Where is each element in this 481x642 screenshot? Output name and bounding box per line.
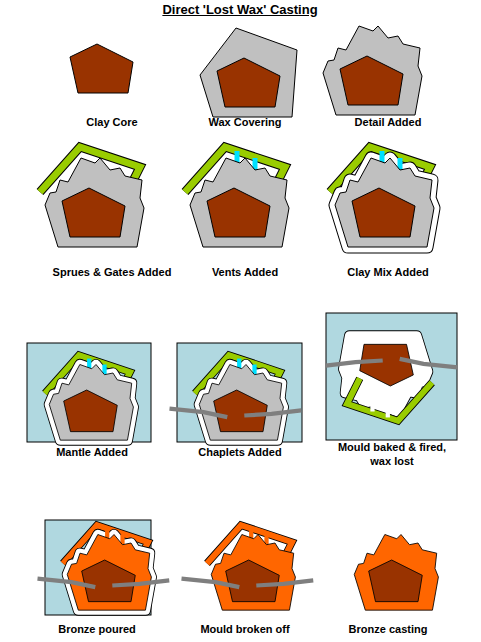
mantle	[27, 343, 151, 442]
chaplets	[170, 355, 302, 440]
mould	[45, 520, 151, 615]
stage-caption: Mould broken off	[200, 622, 289, 636]
title: Direct 'Lost Wax' Casting	[162, 2, 317, 19]
stage-caption: Clay Mix Added	[347, 265, 429, 279]
stage-caption: Chaplets Added	[198, 445, 281, 459]
clay-mix	[330, 147, 434, 247]
stage-caption: Mould baked & fired, wax lost	[327, 440, 457, 469]
stage-caption: Detail Added	[355, 115, 422, 129]
wax-lost-cavity	[326, 336, 458, 421]
stage-caption: Bronze poured	[58, 622, 136, 636]
stage-caption: Wax Covering	[209, 115, 282, 129]
mantle	[177, 343, 302, 442]
stage-caption: Mantle Added	[56, 445, 128, 459]
fired-mould	[326, 313, 457, 440]
vents	[185, 147, 289, 247]
stage-caption: Bronze casting	[349, 622, 428, 636]
bronze-poured	[38, 525, 170, 610]
stage-caption: Clay Core	[86, 115, 137, 129]
stage-caption: Sprues & Gates Added	[53, 265, 172, 279]
wax-covering	[200, 28, 297, 117]
stage-caption: Vents Added	[212, 265, 278, 279]
mantle-content	[45, 355, 133, 440]
bronze-casting	[354, 535, 438, 611]
clay-core	[70, 44, 133, 93]
wax-detail	[323, 26, 422, 115]
mould-broken	[182, 525, 314, 610]
sprues-gates	[40, 147, 144, 247]
